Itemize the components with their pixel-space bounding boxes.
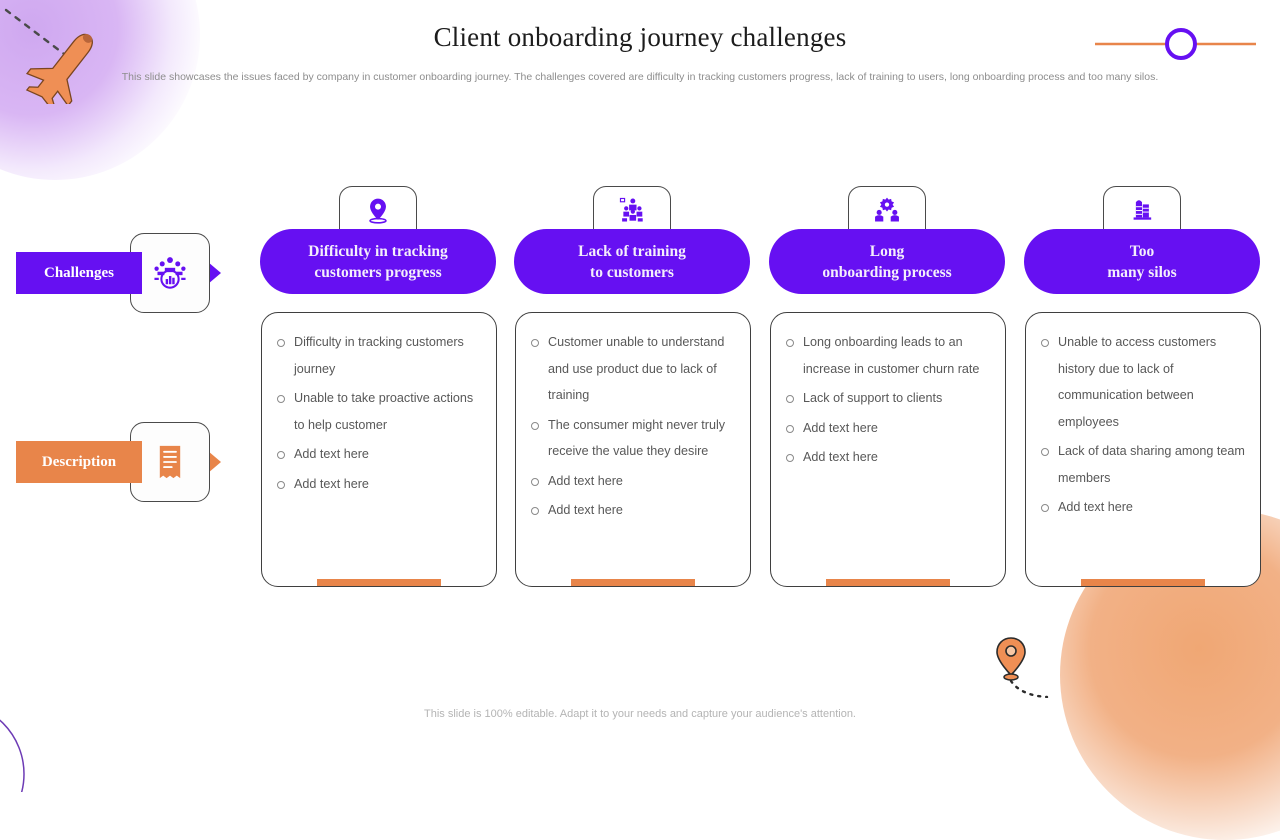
- row-label-description[interactable]: Description: [16, 422, 221, 502]
- list-item: Unable to access customers history due t…: [1038, 329, 1250, 435]
- list-item: Add text here: [528, 497, 740, 524]
- list-item: Add text here: [783, 444, 995, 471]
- list-item: Add text here: [274, 471, 486, 498]
- challenge-column-2-title: Lack of training to customers: [514, 229, 750, 294]
- footer-note: This slide is 100% editable. Adapt it to…: [424, 708, 856, 720]
- challenge-column-3-list: Long onboarding leads to an increase in …: [771, 313, 1005, 471]
- list-item: Difficulty in tracking customers journey: [274, 329, 486, 382]
- challenge-column-4-title: Too many silos: [1024, 229, 1260, 294]
- team-analytics-icon: [130, 233, 210, 313]
- page-subtitle: This slide showcases the issues faced by…: [121, 71, 1159, 83]
- row-label-challenges-arrow: [208, 262, 221, 284]
- list-item: Add text here: [528, 468, 740, 495]
- card-accent-bar: [571, 579, 695, 586]
- challenge-column-3-title: Long onboarding process: [769, 229, 1005, 294]
- airplane-icon: [4, 4, 114, 111]
- row-label-challenges-text: Challenges: [16, 252, 142, 294]
- challenge-column-1-card: Difficulty in tracking customers journey…: [261, 312, 497, 587]
- list-item: Add text here: [783, 415, 995, 442]
- challenge-column-4-card: Unable to access customers history due t…: [1025, 312, 1261, 587]
- challenge-column-1-title: Difficulty in tracking customers progres…: [260, 229, 496, 294]
- row-label-challenges[interactable]: Challenges: [16, 233, 221, 313]
- challenge-column-2-list: Customer unable to understand and use pr…: [516, 313, 750, 524]
- challenge-column-1-list: Difficulty in tracking customers journey…: [262, 313, 496, 497]
- card-accent-bar: [826, 579, 950, 586]
- row-label-description-text: Description: [16, 441, 142, 483]
- map-pin-decoration: [995, 634, 1065, 699]
- list-item: Customer unable to understand and use pr…: [528, 329, 740, 409]
- list-item: Add text here: [1038, 494, 1250, 521]
- list-item: Lack of data sharing among team members: [1038, 438, 1250, 491]
- list-item: Long onboarding leads to an increase in …: [783, 329, 995, 382]
- challenge-column-2-card: Customer unable to understand and use pr…: [515, 312, 751, 587]
- list-item: Unable to take proactive actions to help…: [274, 385, 486, 438]
- list-item: The consumer might never truly receive t…: [528, 412, 740, 465]
- challenge-column-4-list: Unable to access customers history due t…: [1026, 313, 1260, 521]
- challenge-column-3-card: Long onboarding leads to an increase in …: [770, 312, 1006, 587]
- card-accent-bar: [1081, 579, 1205, 586]
- page-title: Client onboarding journey challenges: [433, 22, 847, 52]
- document-icon: [130, 422, 210, 502]
- row-label-description-arrow: [208, 451, 221, 473]
- list-item: Lack of support to clients: [783, 385, 995, 412]
- list-item: Add text here: [274, 441, 486, 468]
- card-accent-bar: [317, 579, 441, 586]
